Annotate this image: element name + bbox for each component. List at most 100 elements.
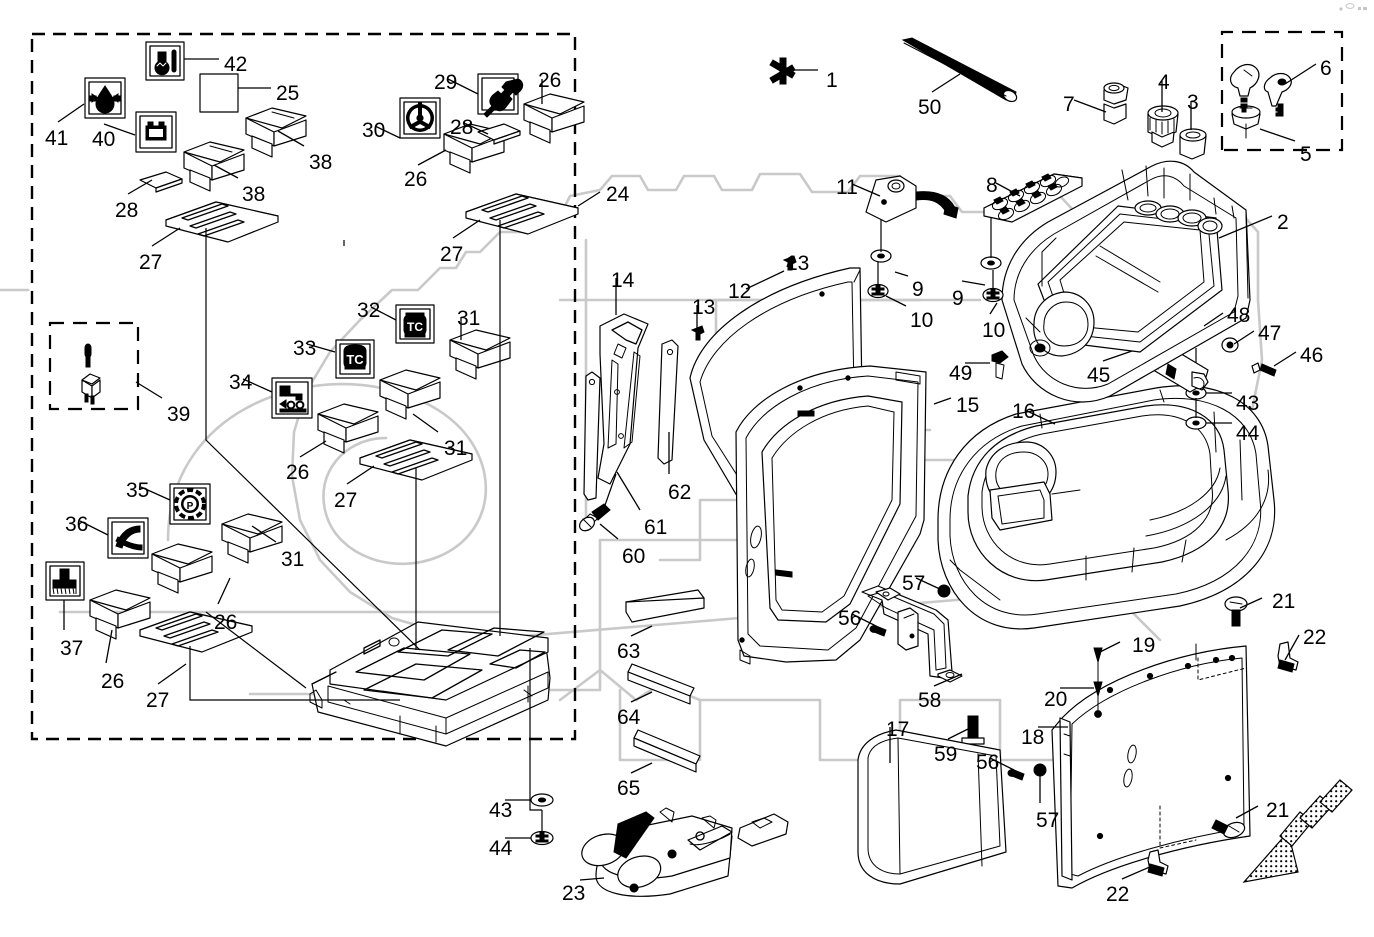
bracket-11	[865, 175, 959, 223]
callout-label-10: 10	[910, 309, 934, 332]
nut-44b	[530, 830, 554, 846]
grommet-57a	[937, 584, 951, 598]
corner-trim-17	[857, 729, 1007, 885]
seal-strip-64	[627, 663, 695, 705]
bolt-46	[1251, 362, 1277, 377]
pin-20	[1093, 681, 1103, 718]
callout-label-33: 33	[293, 337, 317, 360]
clip-22b	[1147, 849, 1169, 877]
callout-label-49: 49	[949, 362, 973, 385]
dashed-key-group	[1220, 30, 1344, 152]
asterisk-1	[769, 57, 796, 85]
callout-label-36: 36	[65, 513, 89, 536]
callout-label-43: 43	[489, 799, 513, 822]
callout-label-31: 31	[457, 307, 481, 330]
callout-label-4: 4	[1158, 71, 1170, 94]
rocker-switch-31b	[379, 369, 441, 420]
callout-label-44: 44	[489, 837, 513, 860]
callout-label-27: 27	[334, 489, 358, 512]
ignition-switch-5	[1231, 105, 1261, 139]
callout-label-58: 58	[918, 689, 942, 712]
callout-label-27: 27	[139, 251, 163, 274]
callout-label-21: 21	[1266, 799, 1290, 822]
blank-filler-28a	[139, 171, 183, 193]
callout-label-56: 56	[976, 751, 1000, 774]
seal-strip-63	[625, 589, 705, 623]
dashed-switch-panel-group	[30, 32, 577, 741]
part-23-switch-assembly	[581, 807, 789, 897]
cable-tie-50	[901, 37, 1018, 103]
washer-43b	[530, 793, 554, 807]
callout-label-34: 34	[229, 371, 253, 394]
callout-label-57: 57	[1036, 809, 1060, 832]
svg-text:TC: TC	[407, 320, 423, 334]
svg-text:TC: TC	[346, 352, 364, 367]
callout-label-19: 19	[1132, 634, 1156, 657]
callout-label-29: 29	[434, 71, 458, 94]
symbol-steering-wheel	[399, 97, 441, 139]
callout-label-45: 45	[1087, 364, 1111, 387]
callout-label-22: 22	[1303, 626, 1327, 649]
bolt-56a	[869, 625, 887, 637]
callout-label-9: 9	[912, 278, 924, 301]
callout-label-24: 24	[606, 183, 630, 206]
screw-59	[961, 715, 985, 745]
key-blank-graphic	[1229, 63, 1260, 113]
screw-21a	[1224, 596, 1248, 627]
callout-label-48: 48	[1227, 304, 1251, 327]
decal-strips	[1242, 779, 1353, 883]
symbol-coolant-temp	[145, 41, 185, 81]
callout-label-13: 13	[786, 252, 810, 275]
callout-label-44: 44	[1236, 422, 1260, 445]
nut-10a	[867, 283, 889, 299]
callout-label-12: 12	[728, 280, 752, 303]
rod-62	[657, 339, 679, 465]
callout-label-57: 57	[902, 572, 926, 595]
symbol-broom	[45, 561, 85, 601]
callout-label-28: 28	[115, 199, 139, 222]
callout-label-9: 9	[952, 287, 964, 310]
bolt-56b	[1007, 769, 1025, 781]
callout-label-40: 40	[92, 128, 116, 151]
callout-label-27: 27	[440, 243, 464, 266]
key-6	[1263, 72, 1292, 117]
switch-panel-27a	[165, 201, 279, 243]
callout-label-60: 60	[622, 545, 646, 568]
washer-9b	[980, 256, 1002, 270]
symbol-tc: TC	[335, 339, 375, 379]
rocker-switch-31c	[221, 513, 283, 564]
callout-label-31: 31	[444, 437, 468, 460]
console-cover-16	[937, 385, 1276, 630]
seal-strip-65	[633, 729, 701, 773]
callout-label-63: 63	[617, 640, 641, 663]
rocker-switch-38a	[245, 107, 307, 158]
switch-panel-27d	[139, 611, 253, 653]
callout-label-32: 32	[357, 299, 381, 322]
callout-label-30: 30	[362, 119, 386, 142]
callout-label-2: 2	[1277, 211, 1289, 234]
symbol-tc-badge: TC	[395, 304, 435, 344]
callout-label-1: 1	[826, 69, 838, 92]
callout-label-25: 25	[276, 82, 300, 105]
callout-label-14: 14	[611, 269, 635, 292]
dashed-fuse-relay-group	[48, 321, 140, 411]
callout-label-3: 3	[1187, 91, 1199, 114]
callout-label-62: 62	[668, 481, 692, 504]
washer-44	[1185, 416, 1207, 430]
switch-panel-27b	[465, 193, 579, 235]
screw-21b	[1211, 819, 1246, 839]
switch-panel-27c	[359, 439, 473, 481]
callout-label-6: 6	[1320, 57, 1332, 80]
callout-label-11: 11	[836, 176, 858, 199]
callout-label-26: 26	[286, 461, 310, 484]
callout-label-31: 31	[281, 548, 305, 571]
symbol-parking-brake: P	[169, 483, 211, 525]
callout-label-47: 47	[1258, 322, 1282, 345]
callout-label-18: 18	[1021, 726, 1045, 749]
callout-label-61: 61	[644, 516, 668, 539]
screw-60	[578, 503, 611, 532]
callout-label-13: 13	[692, 296, 716, 319]
symbol-battery	[135, 111, 177, 153]
rocker-switch-31a	[449, 329, 511, 380]
side-panel-18	[1051, 643, 1251, 889]
